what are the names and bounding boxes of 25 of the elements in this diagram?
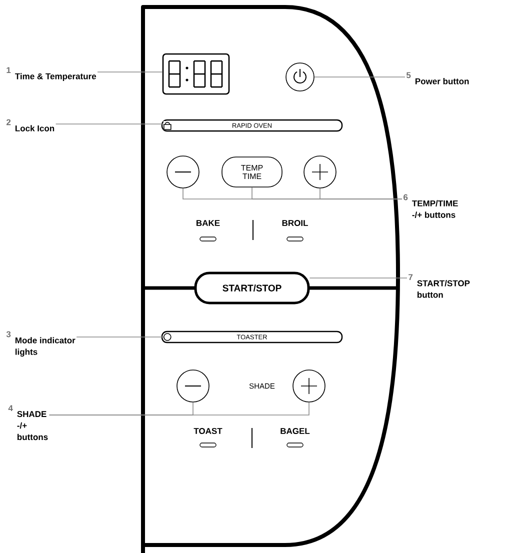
power-button xyxy=(286,62,314,92)
leader-line xyxy=(320,188,402,200)
callout-label: 5 Power button xyxy=(406,72,469,84)
callout-label: 2 Lock Icon xyxy=(6,119,54,132)
lock-icon xyxy=(163,121,172,130)
panel-label: BAGEL xyxy=(280,428,310,434)
start-stop-button: START/STOP xyxy=(194,272,310,304)
minus-button xyxy=(176,370,210,402)
panel-label: TOAST xyxy=(194,428,222,434)
temp-time-button: TEMP TIME xyxy=(222,156,282,188)
minus-button xyxy=(166,156,200,188)
panel-label: BROIL xyxy=(282,220,308,226)
leader-line xyxy=(76,336,164,338)
callout-label: 3 Mode indicator lights xyxy=(6,331,76,357)
callout-label: 6 TEMP/TIME -/+ buttons xyxy=(404,194,458,218)
digital-display xyxy=(162,53,230,95)
leader-line xyxy=(48,402,310,416)
indicator-light xyxy=(164,333,172,341)
callout-label: 1 Time & Temperature xyxy=(6,67,96,81)
plus-button xyxy=(304,156,336,188)
panel-label: BAKE xyxy=(196,220,220,226)
plus-button xyxy=(292,370,326,402)
callout-label: 4 SHADE -/+ buttons xyxy=(8,405,48,440)
leader-line xyxy=(314,76,406,78)
callout-label: 7 START/STOP button xyxy=(408,274,470,298)
